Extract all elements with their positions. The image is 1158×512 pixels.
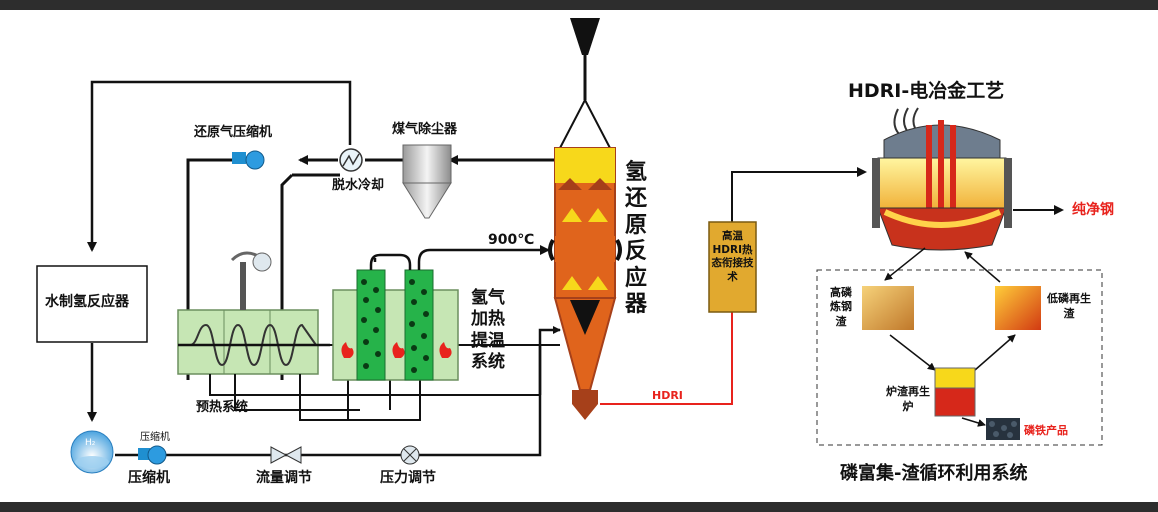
slag-regeneration-furnace	[934, 367, 976, 417]
water-hydrogen-reactor	[36, 265, 148, 343]
h2-symbol: H₂	[85, 438, 96, 448]
water-hydrogen-reactor-label: 水制氢反应器	[45, 294, 129, 310]
hdri-transfer-line	[600, 312, 733, 405]
dehydration-cooler-icon	[339, 148, 363, 172]
gas-dedusting-label: 煤气除尘器	[392, 122, 458, 137]
recycle-system-box	[816, 269, 1103, 446]
recycle-arrows	[884, 247, 1016, 427]
compressor-label: 压缩机	[128, 470, 170, 486]
preheater	[177, 251, 330, 375]
preheating-system-label: 预热系统	[196, 400, 249, 415]
flow-valve-icon	[270, 446, 302, 464]
temperature-label: 900℃	[488, 232, 535, 248]
hot-transfer-label: 高温HDRI热态衔接技术	[711, 230, 754, 283]
bottom-border	[0, 502, 1158, 512]
reducing-gas-compressor-label: 还原气压缩机	[194, 125, 273, 140]
flame-icon	[341, 342, 452, 358]
hdri-label: HDRI	[652, 389, 683, 402]
hydrogen-heater	[332, 269, 459, 381]
p-fe-product-label: 磷铁产品	[1024, 424, 1068, 437]
hydrogen-heating-system-label: 氢气加热提温系统	[471, 288, 505, 372]
low-p-slag-image	[995, 286, 1041, 330]
p-fe-product-image	[986, 418, 1020, 440]
hydrogen-tank-icon	[70, 430, 114, 474]
compressor-icon	[138, 445, 167, 465]
hydrogen-reduction-reactor	[548, 18, 622, 420]
slag-furnace-label: 炉渣再生炉	[886, 385, 930, 413]
hdri-furnace-line	[731, 167, 867, 222]
dehydration-cooling-label: 脱水冷却	[332, 178, 385, 193]
hdri-process-title: HDRI-电冶金工艺	[848, 80, 1005, 102]
high-p-slag-label: 高磷炼钢渣	[830, 286, 852, 328]
pressure-regulator-icon	[400, 445, 420, 465]
outer-loop-pipe	[87, 80, 352, 422]
reducing-gas-compressor-icon	[232, 150, 265, 170]
high-p-slag-image	[862, 286, 914, 330]
reduction-reactor-label: 氢还原反应器	[624, 160, 647, 317]
hot-transfer-box	[708, 221, 757, 313]
compressor-small-label: 压缩机	[140, 432, 170, 443]
electric-arc-furnace	[872, 107, 1012, 251]
gas-dedusting-cyclone	[402, 144, 452, 219]
recycle-system-title: 磷富集-渣循环利用系统	[840, 463, 1028, 484]
pressure-regulation-label: 压力调节	[380, 470, 436, 486]
pure-steel-label: 纯净钢	[1072, 202, 1114, 218]
top-border	[0, 0, 1158, 10]
low-p-slag-label: 低磷再生渣	[1047, 292, 1091, 320]
flow-regulation-label: 流量调节	[256, 470, 312, 486]
